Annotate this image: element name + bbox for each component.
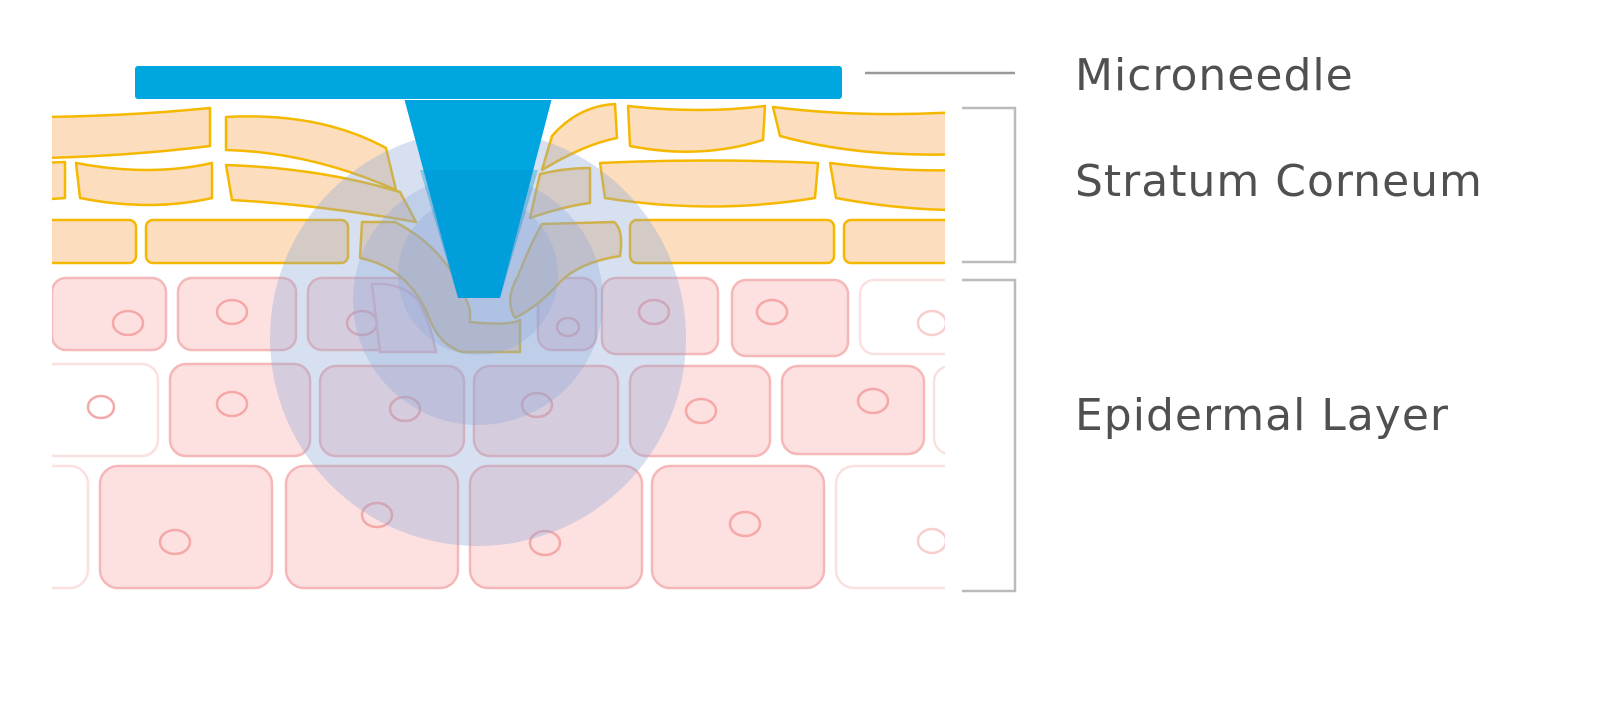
epidermal-cell — [98, 464, 274, 590]
epidermal-cell — [650, 464, 826, 590]
corneocyte — [224, 163, 418, 224]
epidermal-cell — [858, 278, 945, 356]
nucleus — [528, 529, 562, 557]
epidermal-cell — [52, 362, 160, 458]
microneedle-tip-shade — [420, 170, 538, 298]
nucleus — [158, 528, 192, 556]
nucleus — [111, 309, 145, 337]
corneocyte — [509, 220, 623, 320]
stratum-corneum — [52, 102, 945, 354]
epidermal-cell — [318, 364, 466, 458]
epidermal-cell — [472, 364, 620, 458]
corneocyte — [52, 106, 212, 159]
corneocyte — [358, 220, 522, 354]
nucleus — [755, 298, 789, 326]
corneocyte — [828, 161, 945, 212]
microneedle-label: Microneedle — [1075, 50, 1354, 101]
nucleus — [555, 316, 581, 338]
epidermal-cell — [932, 365, 945, 455]
epidermal-cell — [536, 276, 598, 352]
nucleus — [684, 397, 718, 425]
nucleus — [728, 510, 762, 538]
microneedle-base — [135, 66, 842, 99]
epidermal-cell — [168, 362, 312, 458]
epidermal-layer-bracket — [962, 278, 1017, 593]
corneocyte — [598, 159, 820, 208]
diffusion-middle-ring — [353, 175, 603, 425]
corneocyte — [74, 161, 214, 207]
epidermal-cell — [176, 276, 298, 352]
corneocyte — [144, 218, 350, 265]
corneocyte — [528, 166, 592, 220]
corneocyte — [626, 104, 767, 154]
nucleus — [856, 387, 890, 415]
nucleus — [86, 394, 116, 420]
corneocyte — [52, 218, 138, 265]
nucleus — [215, 390, 249, 418]
microneedle-shaft — [404, 100, 552, 298]
epidermal-cell — [780, 364, 926, 456]
nucleus — [637, 298, 671, 326]
epidermal-layer — [52, 276, 945, 590]
corneocyte — [771, 105, 945, 156]
stratum-corneum-bracket — [962, 106, 1017, 264]
epidermal-cell — [628, 364, 772, 458]
epidermal-cell — [834, 464, 945, 590]
nucleus — [916, 527, 945, 555]
nucleus — [520, 391, 554, 419]
skin-tissue — [52, 100, 945, 590]
microneedle — [404, 100, 552, 298]
nucleus — [916, 309, 945, 337]
corneocyte — [842, 218, 945, 265]
nucleus — [388, 395, 422, 423]
epidermal-cell — [600, 276, 720, 356]
epidermal-cell — [52, 464, 90, 590]
stratum-corneum-label: Stratum Corneum — [1075, 156, 1483, 207]
epidermal-layer-label: Epidermal Layer — [1075, 390, 1449, 441]
cell-nuclei — [86, 298, 945, 557]
nucleus — [360, 501, 394, 529]
corneocyte — [52, 160, 67, 201]
corneocyte — [628, 218, 836, 265]
corneocyte — [540, 102, 619, 172]
diffusion-outer-ring — [270, 130, 686, 546]
epidermal-cell — [52, 276, 168, 352]
nucleus — [215, 298, 249, 326]
epidermal-cell — [730, 278, 850, 358]
epidermal-cell — [468, 464, 644, 590]
displaced-epidermal-cell — [370, 282, 438, 354]
diffusion-zone — [270, 130, 686, 546]
